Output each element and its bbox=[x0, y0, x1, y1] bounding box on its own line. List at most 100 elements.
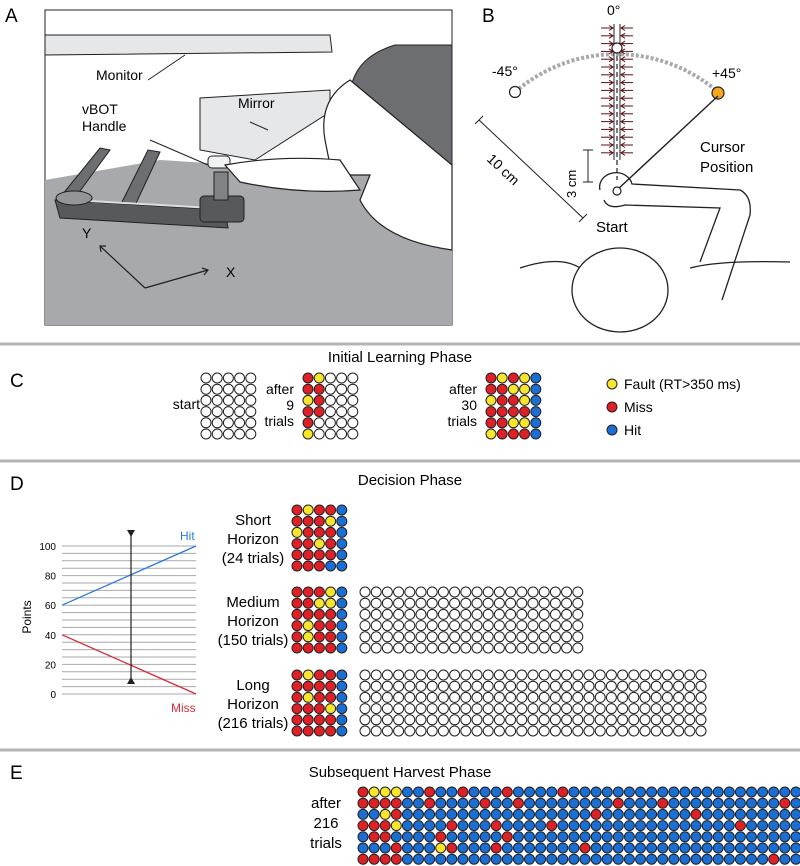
hit-trial-dot bbox=[401, 797, 413, 809]
hit-trial-dot bbox=[657, 786, 669, 798]
hit-trial-dot bbox=[723, 820, 735, 832]
empty-trial-dot bbox=[471, 608, 483, 620]
empty-trial-dot bbox=[370, 703, 382, 715]
hit-trial-dot bbox=[336, 669, 348, 681]
hit-trial-dot bbox=[424, 820, 436, 832]
empty-trial-dot bbox=[572, 620, 584, 632]
hit-trial-dot bbox=[779, 842, 791, 854]
miss-trial-dot bbox=[507, 372, 519, 384]
empty-trial-dot bbox=[336, 428, 348, 440]
hit-trial-dot bbox=[457, 797, 469, 809]
hit-trial-dot bbox=[746, 808, 757, 820]
hit-trial-dot bbox=[468, 797, 480, 809]
hit-trial-dot bbox=[668, 786, 680, 798]
empty-trial-dot bbox=[538, 597, 550, 609]
hit-trial-dot bbox=[568, 831, 580, 843]
empty-trial-dot bbox=[561, 680, 573, 692]
empty-trial-dot bbox=[460, 586, 472, 598]
miss-trial-dot bbox=[325, 714, 337, 726]
miss-trial-dot bbox=[291, 714, 303, 726]
channel-force-arrowhead bbox=[620, 126, 626, 133]
empty-trial-dot bbox=[527, 642, 539, 654]
empty-trial-dot bbox=[449, 725, 461, 737]
target-minus45 bbox=[508, 85, 522, 99]
hit-trial-dot bbox=[701, 797, 713, 809]
trial-count-label: after bbox=[266, 381, 294, 397]
empty-trial-dot bbox=[449, 597, 461, 609]
horizon-label: (150 trials) bbox=[218, 632, 289, 649]
empty-trial-dot bbox=[527, 586, 539, 598]
empty-trial-dot bbox=[661, 691, 673, 703]
hit-trial-dot bbox=[712, 797, 724, 809]
miss-trial-dot bbox=[313, 691, 325, 703]
miss-trial-dot bbox=[357, 820, 369, 832]
miss-trial-dot bbox=[313, 515, 325, 527]
empty-trial-dot bbox=[527, 714, 539, 726]
empty-trial-dot bbox=[639, 714, 651, 726]
fault-trial-dot bbox=[368, 786, 380, 798]
empty-trial-dot bbox=[222, 417, 234, 429]
panel-a-leaders bbox=[147, 54, 269, 166]
empty-trial-dot bbox=[482, 691, 494, 703]
empty-trial-dot bbox=[415, 714, 427, 726]
hit-trial-dot bbox=[746, 786, 757, 798]
miss-trial-dot bbox=[490, 842, 502, 854]
empty-trial-dot bbox=[628, 680, 640, 692]
empty-trial-dot bbox=[404, 703, 416, 715]
channel-walls bbox=[601, 24, 633, 180]
empty-trial-dot bbox=[359, 669, 371, 681]
hit-trial-dot bbox=[690, 831, 702, 843]
miss-trial-dot bbox=[496, 394, 508, 406]
empty-trial-dot bbox=[370, 669, 382, 681]
miss-trial-dot bbox=[325, 631, 337, 643]
empty-trial-dot bbox=[639, 691, 651, 703]
hit-trial-dot bbox=[424, 831, 436, 843]
miss-trial-dot bbox=[485, 372, 497, 384]
empty-trial-dot bbox=[234, 394, 246, 406]
hit-trial-dot bbox=[668, 853, 680, 865]
empty-trial-dot bbox=[549, 691, 561, 703]
empty-trial-dot bbox=[605, 680, 617, 692]
hit-trial-dot bbox=[668, 831, 680, 843]
empty-trial-dot bbox=[415, 586, 427, 598]
hit-trial-dot bbox=[568, 820, 580, 832]
miss-trial-dot bbox=[313, 406, 325, 418]
hit-trial-dot bbox=[357, 842, 369, 854]
empty-trial-dot bbox=[482, 669, 494, 681]
empty-trial-dot bbox=[482, 597, 494, 609]
empty-trial-dot bbox=[493, 703, 505, 715]
hit-trial-dot bbox=[701, 808, 713, 820]
empty-trial-dot bbox=[200, 406, 212, 418]
hit-trial-dot bbox=[390, 831, 402, 843]
empty-trial-dot bbox=[347, 383, 359, 395]
hit-trial-dot bbox=[690, 853, 702, 865]
empty-trial-dot bbox=[505, 586, 517, 598]
hit-trial-dot bbox=[635, 797, 646, 809]
hit-trial-dot bbox=[723, 853, 735, 865]
empty-trial-dot bbox=[572, 631, 584, 643]
miss-trial-dot bbox=[379, 831, 391, 843]
hit-trial-dot bbox=[401, 831, 413, 843]
empty-trial-dot bbox=[460, 608, 472, 620]
hit-trial-dot bbox=[612, 831, 624, 843]
hit-trial-dot bbox=[468, 853, 480, 865]
hit-trial-dot bbox=[646, 820, 658, 832]
empty-trial-dot bbox=[561, 714, 573, 726]
channel-force-arrowhead bbox=[608, 134, 614, 141]
empty-trial-dot bbox=[605, 714, 617, 726]
empty-trial-dot bbox=[347, 372, 359, 384]
hit-trial-dot bbox=[336, 526, 348, 538]
empty-trial-dot bbox=[324, 417, 336, 429]
hit-trial-dot bbox=[424, 808, 436, 820]
miss-trial-dot bbox=[579, 842, 591, 854]
empty-trial-dot bbox=[661, 714, 673, 726]
empty-trial-dot bbox=[482, 642, 494, 654]
hit-trial-dot bbox=[768, 797, 780, 809]
fault-trial-dot bbox=[390, 820, 402, 832]
empty-trial-dot bbox=[200, 372, 212, 384]
hit-trial-dot bbox=[490, 797, 502, 809]
hit-trial-dot bbox=[590, 797, 602, 809]
empty-trial-dot bbox=[661, 680, 673, 692]
empty-trial-dot bbox=[437, 642, 449, 654]
empty-trial-dot bbox=[493, 586, 505, 598]
